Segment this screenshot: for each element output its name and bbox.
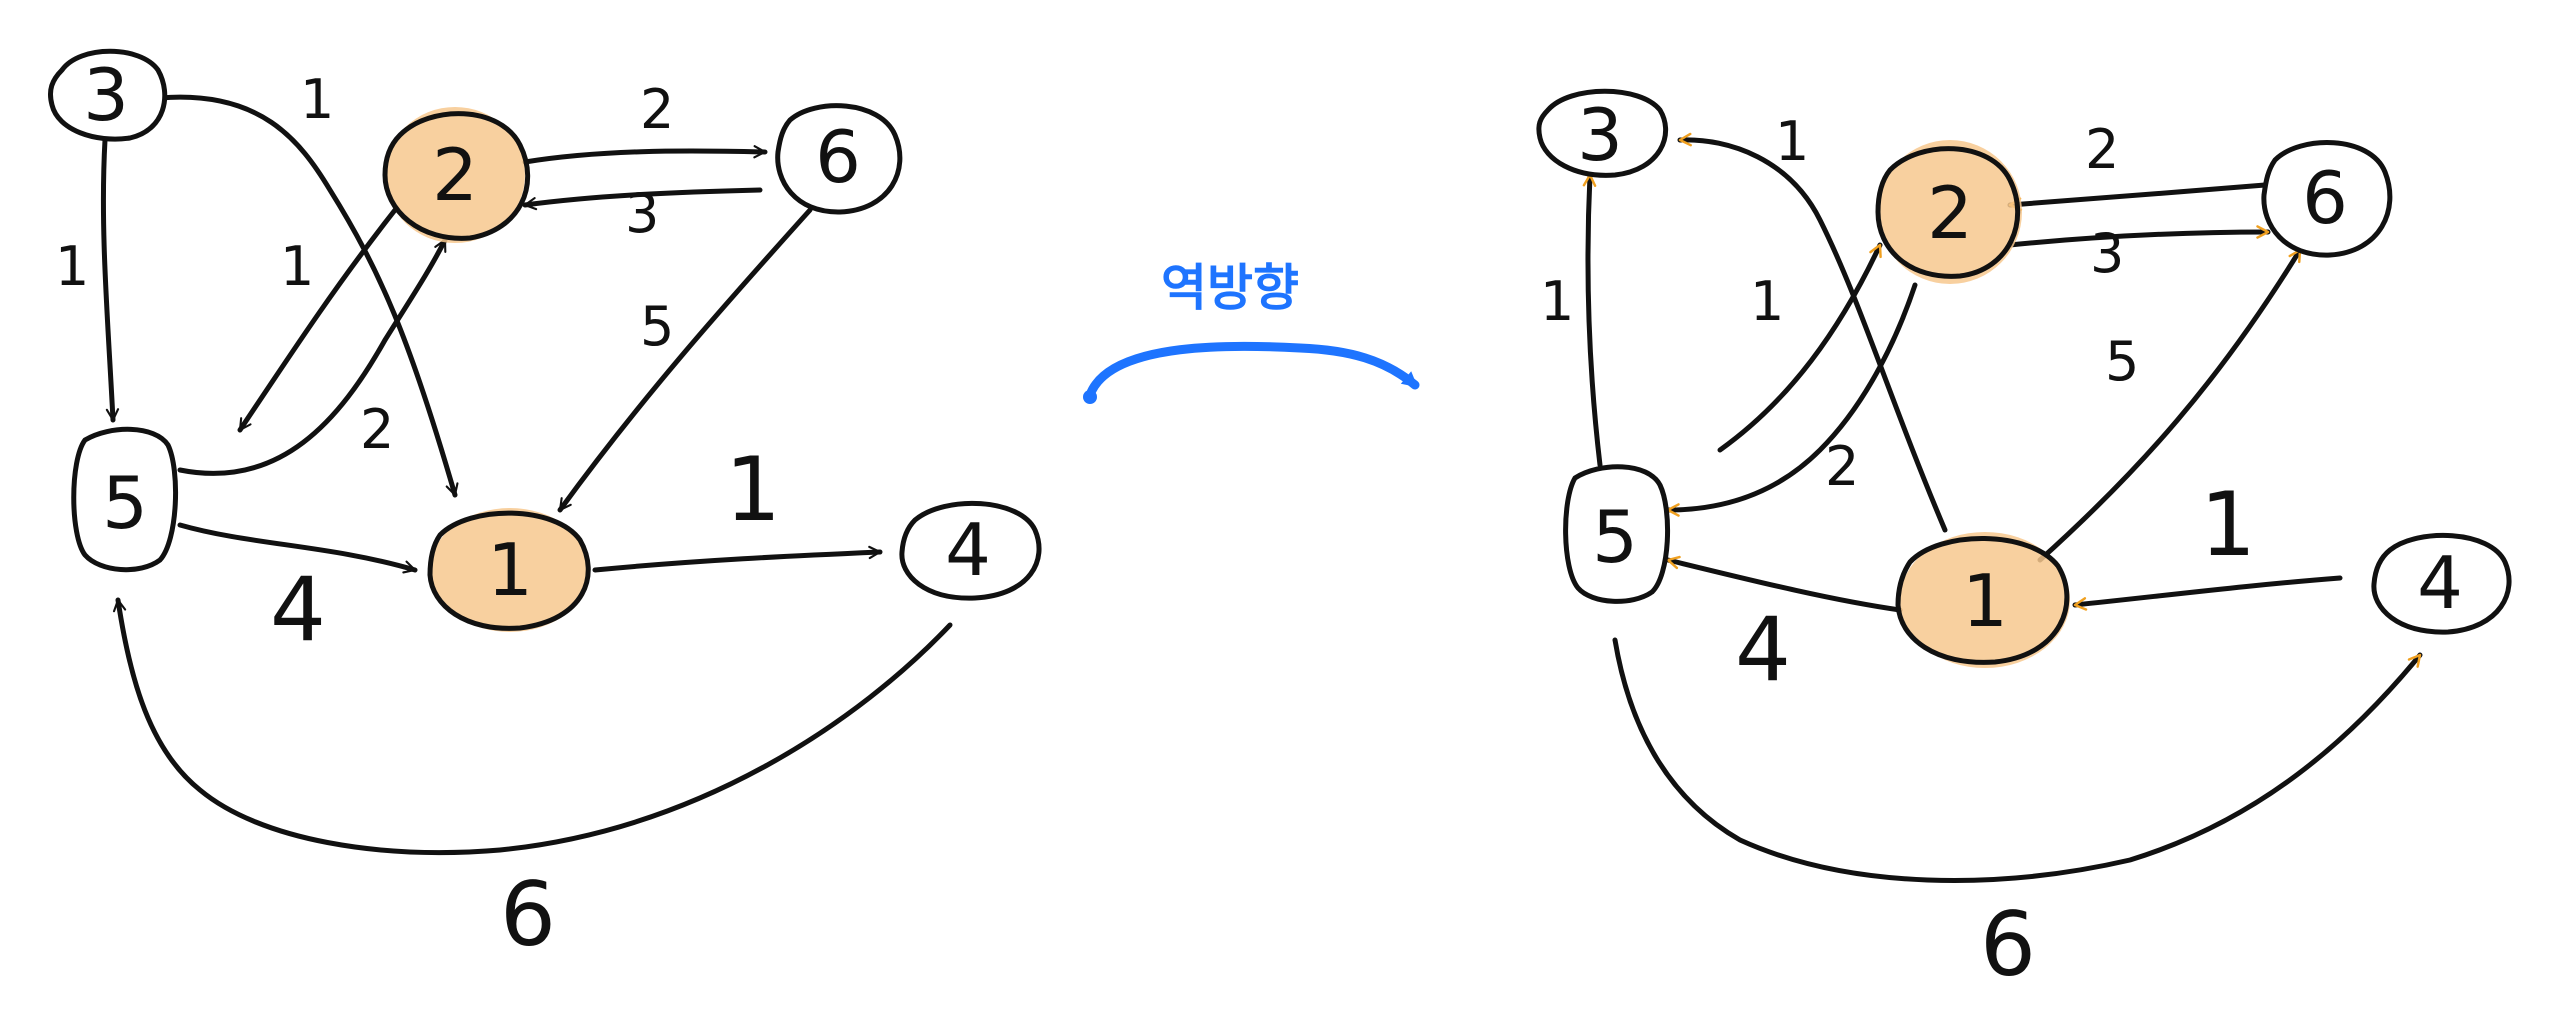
left-edge-5-2 bbox=[177, 237, 448, 476]
left-weight-5-2: 2 bbox=[360, 398, 394, 461]
left-weight-3-1: 1 bbox=[300, 68, 334, 131]
right-graph: 3 2 6 5 1 4 1 1 2 3 1 2 5 4 bbox=[1536, 88, 2512, 996]
right-node-5-label: 5 bbox=[1592, 495, 1638, 579]
left-weight-2-5: 1 bbox=[280, 235, 314, 298]
left-weight-4-5: 6 bbox=[500, 863, 556, 966]
right-weight-5-3: 1 bbox=[1540, 270, 1574, 333]
right-weight-2-5: 2 bbox=[1825, 435, 1859, 498]
left-edge-3-5 bbox=[100, 137, 120, 423]
right-weight-4-1: 1 bbox=[2200, 473, 2256, 576]
left-node-6-label: 6 bbox=[815, 115, 861, 199]
left-weight-3-5: 1 bbox=[55, 235, 89, 298]
right-weight-1-3: 1 bbox=[1775, 110, 1809, 173]
left-node-4-label: 4 bbox=[945, 508, 991, 592]
right-weight-5-4: 6 bbox=[1980, 893, 2036, 996]
left-edge-5-1 bbox=[177, 522, 418, 574]
left-edge-6-2 bbox=[522, 187, 763, 211]
right-edge-2-6 bbox=[2007, 225, 2271, 248]
right-edge-1-6 bbox=[2037, 247, 2303, 563]
left-node-5-label: 5 bbox=[102, 461, 148, 545]
right-edge-5-2 bbox=[1717, 242, 1883, 453]
left-node-6: 6 bbox=[775, 103, 903, 215]
right-node-3-label: 3 bbox=[1577, 93, 1623, 177]
left-node-1-label: 1 bbox=[487, 528, 533, 612]
right-node-4: 4 bbox=[2371, 532, 2512, 635]
right-weight-2-6: 3 bbox=[2090, 222, 2124, 285]
right-node-2[interactable]: 2 bbox=[1875, 140, 2022, 284]
left-weight-6-1: 5 bbox=[640, 295, 674, 358]
reverse-direction-caption: 역방향 bbox=[1083, 259, 1420, 404]
right-node-5: 5 bbox=[1563, 464, 1670, 604]
right-weight-6-2: 2 bbox=[2085, 118, 2119, 181]
left-node-4: 4 bbox=[899, 500, 1042, 601]
left-node-1[interactable]: 1 bbox=[427, 508, 591, 632]
left-node-5: 5 bbox=[71, 426, 179, 573]
right-node-2-label: 2 bbox=[1927, 171, 1973, 255]
right-weight-1-5: 4 bbox=[1735, 598, 1791, 701]
left-node-3: 3 bbox=[47, 48, 168, 142]
left-edge-3-1 bbox=[157, 94, 459, 498]
left-edge-4-5 bbox=[112, 597, 953, 855]
right-node-1-label: 1 bbox=[1962, 559, 2008, 643]
left-edge-2-5 bbox=[237, 207, 398, 433]
left-edge-2-6 bbox=[522, 145, 768, 165]
right-node-6-label: 6 bbox=[2302, 156, 2348, 240]
left-weight-5-1: 4 bbox=[270, 558, 326, 661]
left-weight-1-4: 1 bbox=[725, 438, 781, 541]
left-weight-2-6: 2 bbox=[640, 78, 674, 141]
right-edge-6-2 bbox=[2007, 182, 2268, 211]
reverse-arrow-icon bbox=[1085, 341, 1420, 400]
caption-text: 역방향 bbox=[1161, 259, 1299, 317]
left-node-2-label: 2 bbox=[432, 133, 478, 217]
left-edge-1-4 bbox=[592, 545, 883, 573]
left-node-3-label: 3 bbox=[83, 53, 129, 137]
right-edge-5-4 bbox=[1612, 637, 2423, 883]
right-node-6: 6 bbox=[2261, 140, 2393, 258]
right-node-4-label: 4 bbox=[2417, 541, 2463, 625]
left-node-2[interactable]: 2 bbox=[382, 107, 531, 243]
left-edge-6-1 bbox=[557, 207, 813, 513]
left-weight-6-2: 3 bbox=[625, 182, 659, 245]
right-weight-1-6: 5 bbox=[2105, 330, 2139, 393]
right-edge-4-1 bbox=[2072, 575, 2343, 611]
right-edge-1-3 bbox=[1677, 132, 1948, 533]
right-weight-5-2: 1 bbox=[1750, 270, 1784, 333]
left-graph: 3 2 6 5 1 4 1 1 2 3 1 2 5 4 bbox=[47, 48, 1042, 966]
right-edge-5-3 bbox=[1582, 172, 1603, 468]
right-node-3: 3 bbox=[1536, 88, 1669, 178]
right-edge-1-5 bbox=[1665, 555, 1903, 613]
right-edge-2-5 bbox=[1665, 282, 1918, 517]
right-node-1[interactable]: 1 bbox=[1895, 532, 2070, 668]
